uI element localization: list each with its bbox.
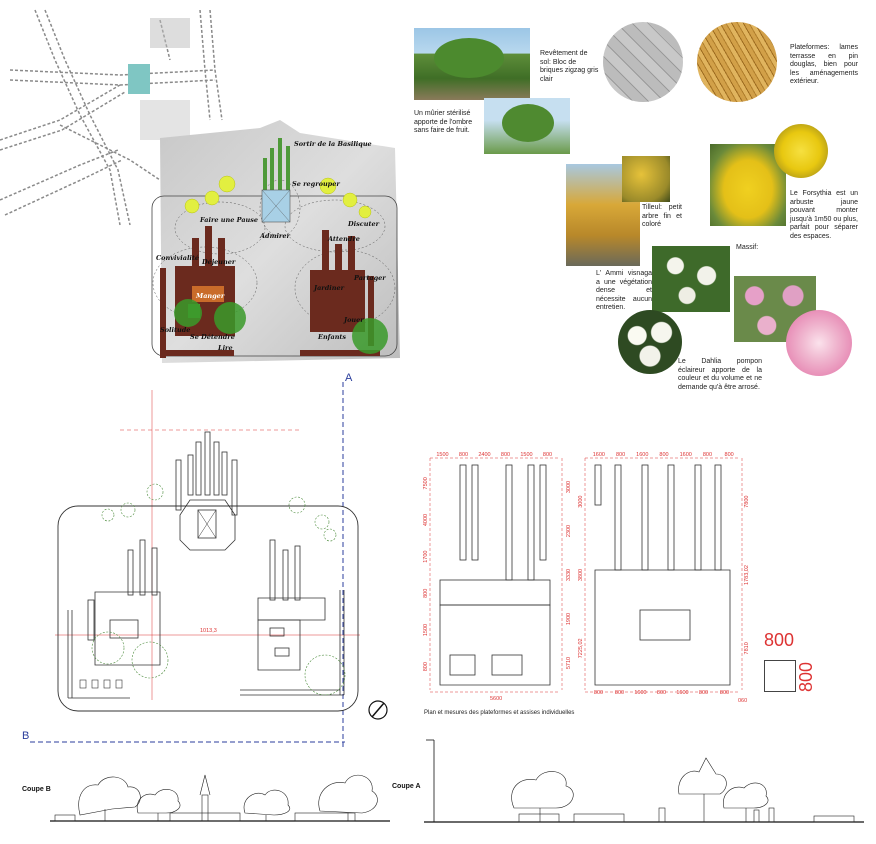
- ammi-photo: [652, 246, 730, 312]
- right-top-dimension: 1600: [593, 452, 605, 458]
- forsythia-text: Le Forsythia est un arbuste jaune pouvan…: [790, 190, 858, 240]
- label-admirer: Admirer: [260, 232, 290, 240]
- label-jardiner: Jardiner: [314, 284, 345, 292]
- mulberry-tree-photo: [414, 28, 530, 100]
- left-right-dimension: 1900: [566, 613, 572, 625]
- right-top-dimension: 1600: [680, 452, 692, 458]
- left-right-dimension: 3000: [566, 481, 572, 493]
- left-left-dimension: 800: [423, 589, 429, 598]
- tilleul-leaves-photo: [622, 156, 670, 202]
- coupe-b-label: Coupe B: [22, 786, 51, 793]
- dimension-drawings: 1500 800 2400 800 1500 800 3000 2300 3330 1900 57…: [423, 452, 750, 704]
- left-top-dimension: 800: [501, 452, 510, 458]
- label-convivialite: Convivialité: [156, 254, 200, 262]
- dahlia-detail: [786, 310, 852, 376]
- tilleul-text: Tilleul: petit arbre fin et coloré: [642, 204, 682, 228]
- right-top-dimension: 800: [659, 452, 668, 458]
- watercolour-plan: Sortir de la Basilique Se regrouper Fair…: [150, 118, 402, 370]
- right-top-dimension: 1600: [636, 452, 648, 458]
- north-arrow-icon: [368, 700, 388, 720]
- ammi-text: L' Ammi visnaga a une végétation dense e…: [596, 270, 652, 311]
- section-b-drawing: [50, 774, 390, 822]
- left-bottom-dimension: 5600: [490, 696, 502, 702]
- left-left-dimension: 800: [423, 662, 429, 671]
- label-manger: Manger: [196, 292, 225, 300]
- massif-label: Massif:: [736, 244, 759, 251]
- module-height-label: 800: [796, 661, 816, 692]
- left-top-dimension: 800: [543, 452, 552, 458]
- right-bottom-dimension: 800: [615, 690, 624, 696]
- dimensions-caption: Plan et mesures des plateformes et assis…: [424, 710, 575, 716]
- left-left-dimension: 1500: [423, 624, 429, 636]
- left-right-dimension: 2300: [566, 525, 572, 537]
- paving-sample: [603, 22, 683, 102]
- ammi-detail: [618, 310, 682, 374]
- right-bottom-dimension: 800: [720, 690, 729, 696]
- axis-label-a: A: [345, 372, 353, 384]
- left-top-dimension: 1500: [436, 452, 448, 458]
- module-width-label: 800: [764, 630, 795, 650]
- left-left-dimension: 7500: [423, 477, 429, 489]
- label-manger-top: Déjeuner: [202, 258, 236, 266]
- left-right-dimension: 5710: [566, 657, 572, 669]
- axis-label-b: B: [22, 730, 30, 742]
- right-top-dimension: 800: [703, 452, 712, 458]
- sol-text: Revêtement de sol: Bloc de briques zigza…: [540, 50, 599, 83]
- label-partager: Partager: [354, 274, 386, 282]
- label-enfants: Enfants: [318, 333, 347, 341]
- dahlia-text: Le Dahlia pompon éclaireur apporte de la…: [678, 358, 762, 391]
- label-solitude: Solitude: [160, 326, 191, 334]
- label-detendre: Se Détendre: [190, 333, 235, 341]
- right-top-dimension: 800: [616, 452, 625, 458]
- decking-sample: [697, 22, 777, 102]
- label-lire: Lire: [218, 344, 233, 352]
- right-top-dimension: 800: [725, 452, 734, 458]
- murier-text: Un mûrier stérilisé apporte de l'ombre s…: [414, 110, 473, 134]
- project-site-marker: [128, 64, 150, 94]
- center-dimension: 1013,3: [200, 628, 217, 634]
- label-regrouper: Se regrouper: [292, 180, 340, 188]
- right-left-dimension: 3000: [578, 496, 584, 508]
- label-jouer: Jouer: [344, 316, 364, 324]
- right-bottom-dimension: 800: [657, 690, 666, 696]
- dahlia-photo: [734, 276, 816, 342]
- technical-plan: 1013,3: [30, 382, 388, 750]
- left-left-dimension: 1700: [423, 551, 429, 563]
- right-bottom-dimension: 1600: [676, 690, 688, 696]
- left-top-dimension: 800: [459, 452, 468, 458]
- right-bottom-extra: 060: [738, 698, 747, 704]
- right-left-dimension: 7225,02: [578, 638, 584, 658]
- coupe-a-label: Coupe A: [392, 783, 421, 790]
- right-bottom-dimension: 1600: [634, 690, 646, 696]
- label-sortir: Sortir de la Basilique: [294, 140, 372, 148]
- module-square: [764, 660, 796, 692]
- forsythia-flower-detail: [774, 124, 828, 178]
- right-right-dimension: 7810: [744, 642, 750, 654]
- right-left-dimension: 3800: [578, 569, 584, 581]
- left-left-dimension: 4000: [423, 514, 429, 526]
- forsythia-photo: [710, 144, 786, 226]
- left-top-dimension: 1500: [520, 452, 532, 458]
- label-attendre: Attendre: [328, 235, 360, 243]
- section-a-drawing: [424, 739, 864, 823]
- left-right-dimension: 3330: [566, 569, 572, 581]
- label-faire-pause: Faire une Pause: [200, 216, 259, 224]
- street-map: [0, 9, 223, 226]
- label-discuter: Discuter: [348, 220, 380, 228]
- right-right-dimension: 7800: [744, 496, 750, 508]
- right-bottom-dimension: 800: [699, 690, 708, 696]
- right-bottom-dimension: 800: [594, 690, 603, 696]
- mulberry-canopy-photo: [484, 98, 570, 154]
- right-right-dimension: 1783,02: [744, 565, 750, 585]
- plateformes-text: Plateformes: lames terrasse en pin dougl…: [790, 44, 858, 85]
- left-top-dimension: 2400: [478, 452, 490, 458]
